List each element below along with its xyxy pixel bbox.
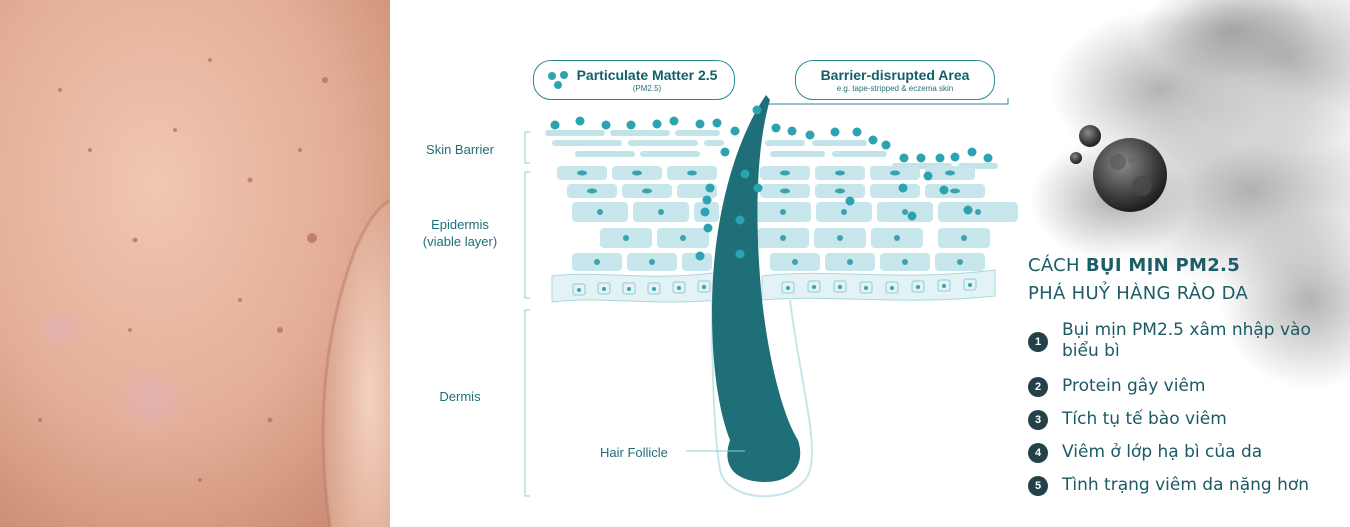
step-item: 3 Tích tụ tế bào viêm <box>1028 409 1227 430</box>
skin-layer-diagram <box>524 95 1018 498</box>
step-number-badge: 5 <box>1028 476 1048 496</box>
particle-dots-icon <box>548 71 568 89</box>
particle-cluster-icon <box>1070 125 1167 212</box>
step-item: 2 Protein gây viêm <box>1028 376 1205 397</box>
epidermis-label: Epidermis (viable layer) <box>410 216 510 250</box>
step-item: 5 Tình trạng viêm da nặng hơn <box>1028 475 1309 496</box>
headline-bold: BỤI MỊN PM2.5 <box>1085 255 1241 276</box>
hair-follicle <box>686 95 813 498</box>
pm25-subtitle: (PM2.5) <box>632 84 662 93</box>
barrier-subtitle: e.g. tape-stripped & eczema skin <box>836 84 954 93</box>
step-text: Viêm ở lớp hạ bì của da <box>1062 442 1263 462</box>
barrier-label-pill: Barrier-disrupted Area e.g. tape-strippe… <box>795 60 995 100</box>
cell-nuclei <box>577 170 981 265</box>
pm25-particles <box>550 105 993 261</box>
skin-photo <box>0 0 390 527</box>
dermis-label: Dermis <box>439 389 481 404</box>
step-number-badge: 2 <box>1028 377 1048 397</box>
epidermis-cells <box>557 166 1018 271</box>
epidermis-subtitle: (viable layer) <box>422 234 498 249</box>
headline: CÁCH BỤI MỊN PM2.5 PHÁ HUỶ HÀNG RÀO DA <box>1028 252 1248 308</box>
headline-line-2: PHÁ HUỶ HÀNG RÀO DA <box>1028 283 1249 304</box>
basal-layer <box>551 269 996 303</box>
skin-barrier-cells <box>545 130 998 169</box>
hair-follicle-label: Hair Follicle <box>600 445 668 460</box>
step-text: Bụi mịn PM2.5 xâm nhập vào biểu bì <box>1062 320 1311 361</box>
pm25-label-pill: Particulate Matter 2.5 (PM2.5) <box>533 60 735 100</box>
step-number-badge: 4 <box>1028 443 1048 463</box>
barrier-title: Barrier-disrupted Area <box>820 67 970 83</box>
pm25-title: Particulate Matter 2.5 <box>576 67 718 83</box>
step-number-badge: 3 <box>1028 410 1048 430</box>
epidermis-title: Epidermis <box>431 217 489 232</box>
headline-line-1: CÁCH BỤI MỊN PM2.5 <box>1028 252 1248 280</box>
step-number-badge: 1 <box>1028 332 1048 352</box>
step-text: Protein gây viêm <box>1062 376 1206 396</box>
smoke-cloud <box>1030 0 1350 390</box>
step-item: 1 Bụi mịn PM2.5 xâm nhập vào biểu bì <box>1028 320 1328 362</box>
step-text: Tích tụ tế bào viêm <box>1062 409 1227 429</box>
step-item: 4 Viêm ở lớp hạ bì của da <box>1028 442 1262 463</box>
headline-prefix: CÁCH <box>1028 255 1086 276</box>
skin-barrier-label: Skin Barrier <box>426 142 494 157</box>
step-text: Tình trạng viêm da nặng hơn <box>1062 475 1310 495</box>
